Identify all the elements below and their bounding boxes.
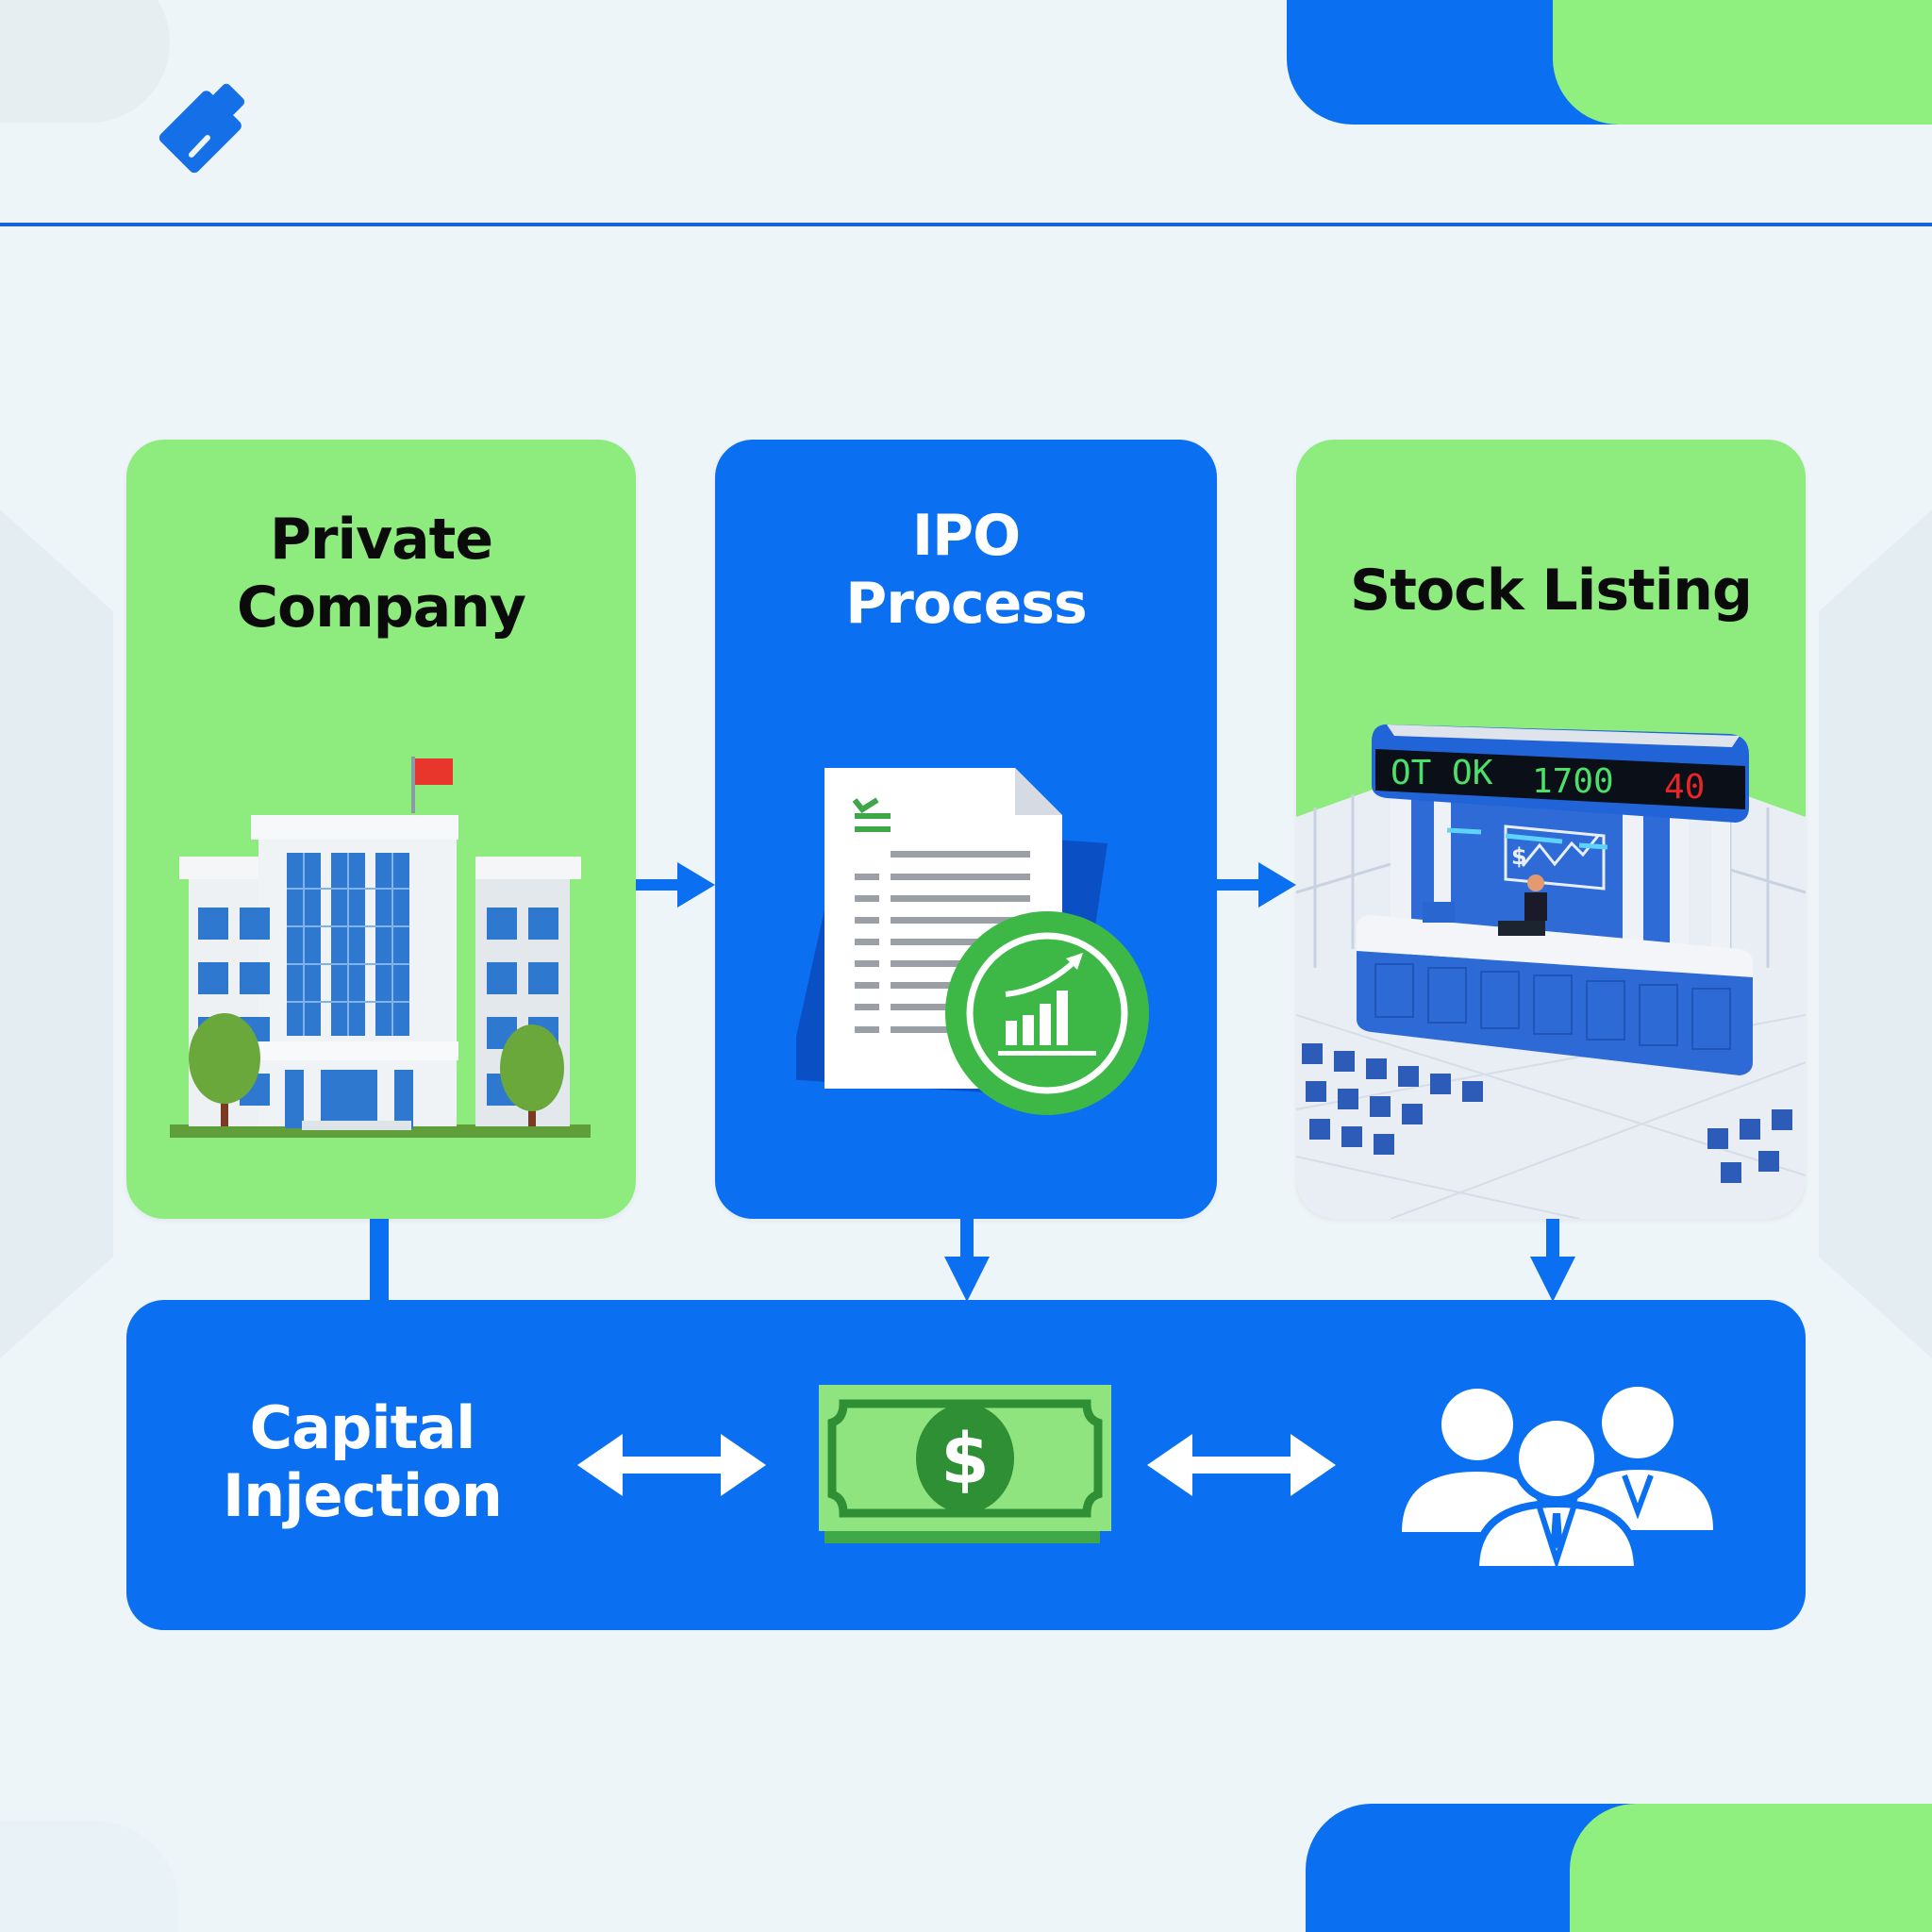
ticker-text-left: OT OK — [1391, 754, 1493, 792]
stage-title-line: Process — [845, 571, 1087, 637]
stage-card-stock-listing: Stock Listing $ — [1296, 440, 1806, 1219]
capital-label-line: Injection — [223, 1461, 503, 1530]
arrow-right-icon — [1217, 862, 1296, 908]
stage-title-line: IPO — [911, 503, 1021, 569]
stage-card-ipo-process: IPO Process — [715, 440, 1217, 1219]
dollar-bill-icon: $ — [819, 1385, 1111, 1543]
ticker-text-right: 40 — [1664, 768, 1705, 807]
svg-text:$: $ — [941, 1419, 990, 1500]
decorative-pill-green — [1553, 0, 1932, 125]
capital-injection-label: Capital Injection — [221, 1394, 504, 1530]
stage-card-private-company: Private Company — [126, 440, 636, 1219]
brand-logo-icon — [158, 83, 245, 174]
bidirectional-arrow-icon — [577, 1434, 766, 1496]
stage-title-line: Private — [269, 507, 493, 573]
investor-group-icon — [1402, 1387, 1713, 1570]
ticker-text-middle: 1700 — [1532, 762, 1614, 801]
background-wedge — [1819, 509, 1932, 1358]
stage-title-line: Stock Listing — [1350, 558, 1753, 624]
decorative-pill-green — [1570, 1804, 1932, 1932]
header-divider — [0, 223, 1932, 226]
stock-exchange-booth-icon: $ OT OK 1700 40 — [1296, 724, 1806, 1219]
arrow-right-icon — [636, 862, 715, 908]
arrow-down-icon — [1530, 1219, 1575, 1302]
background-wedge — [0, 509, 113, 1358]
arrow-down-icon — [944, 1219, 990, 1302]
svg-text:$: $ — [1511, 843, 1527, 870]
stage-title: IPO Process — [715, 502, 1217, 638]
office-building-icon — [170, 757, 591, 1138]
background-blob — [0, 1821, 179, 1932]
stage-title: Stock Listing — [1296, 557, 1806, 625]
capital-label-line: Capital — [249, 1393, 476, 1462]
stage-title-line: Company — [236, 575, 526, 641]
stage-title: Private Company — [126, 506, 636, 641]
capital-injection-panel: Capital Injection $ — [126, 1300, 1806, 1630]
background-blob — [0, 0, 170, 123]
prospectus-document-growth-icon — [796, 768, 1149, 1115]
connector-line-down — [370, 1219, 389, 1302]
bidirectional-arrow-icon — [1147, 1434, 1336, 1496]
